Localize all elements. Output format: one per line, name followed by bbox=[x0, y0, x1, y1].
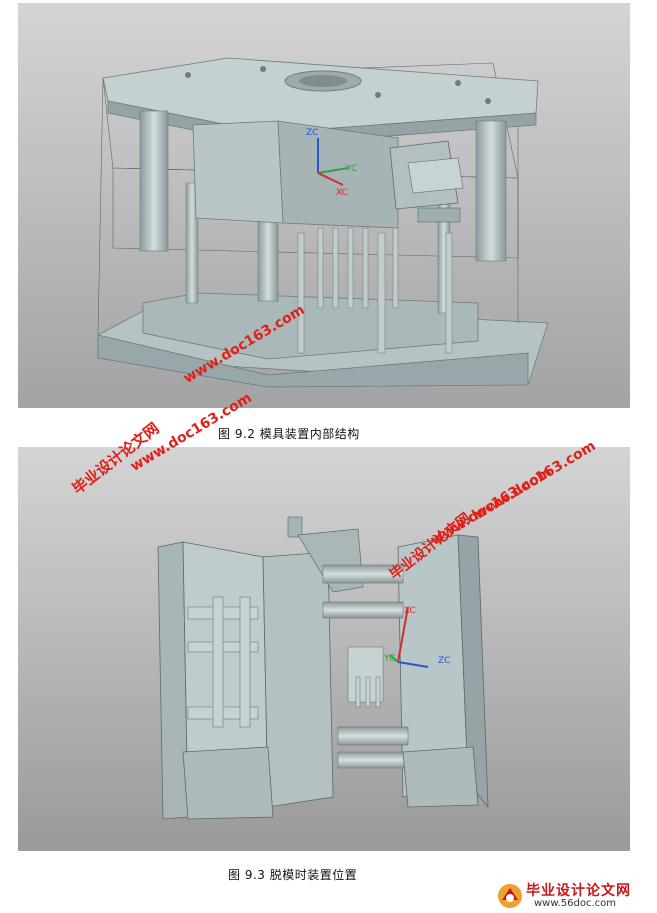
figure-caption-9-2: 图 9.2 模具装置内部结构 bbox=[218, 427, 360, 441]
figure-mold-internal-structure: ZC YC XC bbox=[18, 3, 630, 408]
logo-url: www.56doc.com bbox=[534, 898, 617, 909]
axis-label-x: XC bbox=[404, 606, 416, 616]
logo-icon bbox=[498, 884, 522, 908]
axis-label-z: ZC bbox=[306, 128, 318, 138]
figure-caption-9-3: 图 9.3 脱模时装置位置 bbox=[228, 868, 358, 882]
mold-demolding-render: XC YC ZC bbox=[18, 447, 630, 851]
axis-label-y: YC bbox=[345, 164, 357, 174]
axis-label-z: ZC bbox=[438, 656, 450, 666]
figure-demolding-position: XC YC ZC bbox=[18, 447, 630, 851]
logo-title: 毕业设计论文网 bbox=[526, 883, 631, 899]
mold-assembly-render: ZC YC XC bbox=[18, 3, 630, 408]
axis-label-x: XC bbox=[336, 188, 348, 198]
axis-label-y: YC bbox=[383, 654, 395, 664]
footer-logo: 毕业设计论文网 www.56doc.com bbox=[494, 880, 654, 912]
